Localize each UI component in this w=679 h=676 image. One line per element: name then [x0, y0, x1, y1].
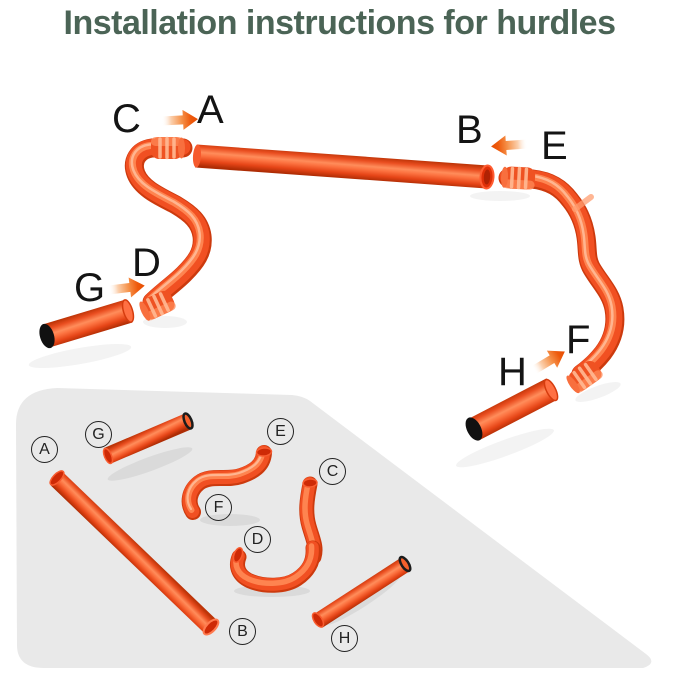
- assembly-tube-a: [192, 144, 495, 190]
- assembly-label-b: B: [456, 108, 483, 152]
- part-label-c: C: [319, 458, 346, 485]
- part-g-tube: [102, 412, 194, 465]
- assembly-tube-g: [39, 299, 135, 349]
- part-label-b: B: [229, 618, 256, 645]
- part-label-e: E: [267, 418, 294, 445]
- assembly-elbow-c: [124, 135, 212, 325]
- part-label-h: H: [331, 625, 358, 652]
- part-a-tube: [49, 470, 220, 636]
- arrow-right-c-to-a-icon: [161, 109, 199, 131]
- connector-e-top: [498, 164, 538, 192]
- assembly-label-d: D: [132, 241, 161, 285]
- part-h-tube: [311, 555, 412, 628]
- part-e-elbow: [181, 445, 273, 520]
- assembly-label-h: H: [498, 350, 527, 394]
- black-end-cap: [465, 417, 483, 441]
- arrow-left-e-to-b-icon: [490, 134, 528, 157]
- assembly-tube-h: [465, 378, 559, 441]
- assembly-label-a: A: [197, 88, 224, 132]
- part-d-elbow: [230, 540, 321, 593]
- part-label-d: D: [244, 526, 271, 553]
- assembly-label-g: G: [74, 266, 106, 310]
- part-label-f: F: [205, 494, 232, 521]
- assembly-shadows: [28, 191, 621, 468]
- assembly-label-e: E: [541, 124, 568, 168]
- assembly-label-f: F: [566, 318, 591, 362]
- arrow-up-right-h-to-f-icon: [528, 342, 571, 379]
- black-end-cap: [39, 323, 55, 349]
- page-title: Installation instructions for hurdles: [63, 4, 617, 42]
- connector-c-top: [149, 135, 187, 161]
- tube-seam: [572, 194, 594, 212]
- part-label-a: A: [31, 436, 58, 463]
- part-label-g: G: [85, 421, 112, 448]
- assembly-elbow-e: [498, 164, 625, 398]
- assembly-label-c: C: [112, 97, 141, 141]
